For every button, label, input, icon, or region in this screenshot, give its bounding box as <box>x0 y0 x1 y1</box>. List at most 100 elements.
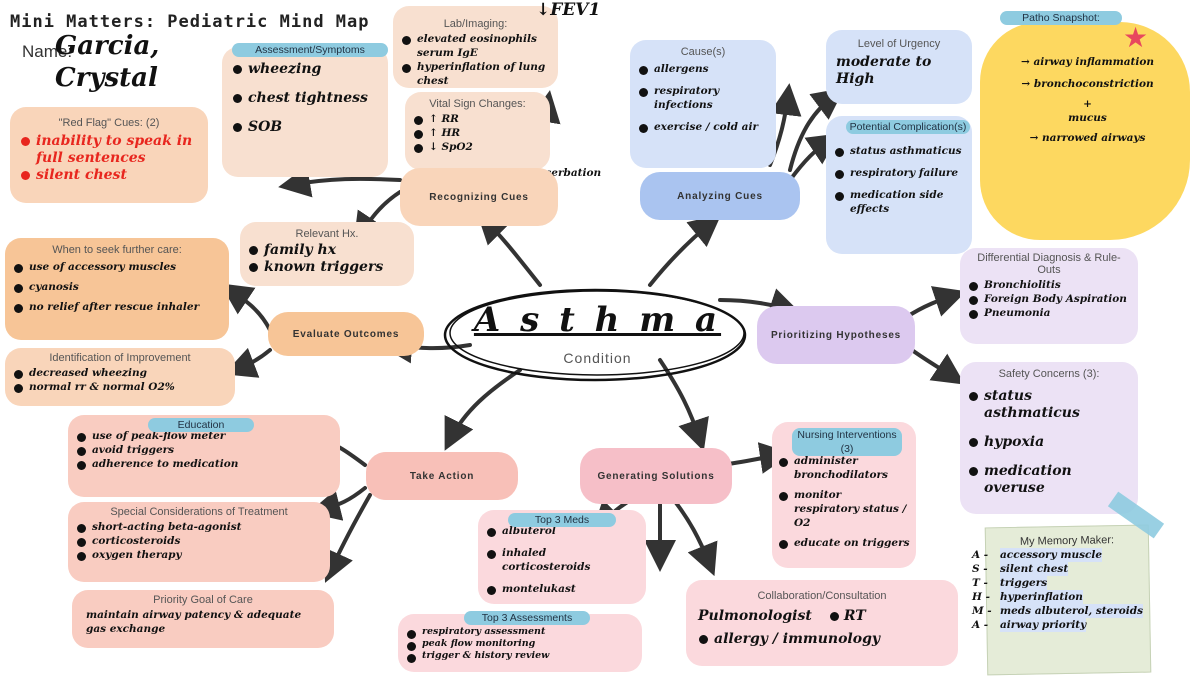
complications-box: status asthmaticus respiratory failure m… <box>826 116 972 254</box>
memory-label: My Memory Maker: <box>1019 534 1115 548</box>
patho-line: + <box>1083 98 1092 110</box>
memory-text: triggers <box>1000 576 1048 590</box>
differential-item: Pneumonia <box>968 306 1130 320</box>
seek-care-item: no relief after rescue inhaler <box>13 300 221 314</box>
memory-letter: A - <box>972 619 989 631</box>
assessment-top-item: peak flow monitoring <box>406 638 634 651</box>
relevant-hx-box: Relevant Hx. family hx known triggers <box>240 222 414 286</box>
patho-line: mucus <box>1068 112 1107 124</box>
patho-cloud <box>980 22 1190 240</box>
name-label: Name: <box>22 42 73 61</box>
memory-rows: A - accessory muscle S - silent chest T … <box>972 548 1198 632</box>
memory-text: accessory muscle <box>1000 548 1103 562</box>
memory-letter: M - <box>972 605 992 617</box>
patho-lines: → airway inflammation → bronchoconstrict… <box>985 55 1190 145</box>
nursing-label: Nursing Interventions (3) <box>792 428 902 456</box>
evaluate-outcomes-node[interactable]: Evaluate Outcomes <box>268 312 424 356</box>
education-item: avoid triggers <box>76 443 332 457</box>
lab-imaging-box: Lab/Imaging: elevated eosinophils serum … <box>393 6 558 88</box>
star-icon: ★ <box>1123 22 1149 53</box>
vital-item: ↑ HR <box>413 126 542 140</box>
red-flag-item: silent chest <box>20 167 198 184</box>
generating-solutions-node[interactable]: Generating Solutions <box>580 448 732 504</box>
nursing-item: administer bronchodilators <box>778 454 910 482</box>
assessment-box: wheezing chest tightness SOB <box>222 47 388 177</box>
recognizing-cues-node[interactable]: Recognizing Cues <box>400 168 558 226</box>
page-title: Mini Matters: Pediatric Mind Map <box>10 12 370 32</box>
safety-item: hypoxia <box>968 434 1130 451</box>
differential-box: Differential Diagnosis & Rule-Outs Bronc… <box>960 248 1138 344</box>
special-item: corticosteroids <box>76 534 322 548</box>
priority-goal-item: maintain airway patency & adequate gas e… <box>86 609 302 635</box>
seek-care-item: use of accessory muscles <box>13 260 221 274</box>
take-action-node[interactable]: Take Action <box>366 452 518 500</box>
assessment-item: wheezing <box>232 61 378 78</box>
collaboration-item: RT <box>843 608 866 624</box>
priority-goal-box: Priority Goal of Care maintain airway pa… <box>72 590 334 648</box>
cause-item: exercise / cold air <box>638 120 768 134</box>
fev1-note: ↓FEV1 <box>536 0 601 20</box>
complications-label: Potential Complication(s) <box>846 120 970 134</box>
relevant-hx-label: Relevant Hx. <box>295 228 359 240</box>
bullet-icon <box>829 612 839 621</box>
med-item: albuterol <box>486 524 638 538</box>
patho-line: → narrowed airways <box>1029 132 1146 144</box>
med-item: inhaled corticosteroids <box>486 546 638 574</box>
center-ellipse <box>443 288 747 382</box>
center-title: A s t h m a <box>473 300 722 340</box>
patho-label: Patho Snapshot: <box>1000 11 1122 25</box>
special-item: short-acting beta-agonist <box>76 520 322 534</box>
cause-item: respiratory infections <box>638 84 768 112</box>
complication-item: status asthmaticus <box>834 144 964 158</box>
improvement-box: Identification of Improvement decreased … <box>5 348 235 406</box>
special-item: oxygen therapy <box>76 548 322 562</box>
safety-item: status asthmaticus <box>968 388 1130 422</box>
urgency-value: moderate to High <box>836 54 932 87</box>
red-flag-box: "Red Flag" Cues: (2) inability to speak … <box>10 107 208 203</box>
hx-item: known triggers <box>248 259 406 276</box>
red-flag-item: inability to speak in full sentences <box>20 133 198 167</box>
education-label: Education <box>148 418 254 432</box>
assessment-top-item: trigger & history review <box>406 650 634 663</box>
lab-item: hyperinflation of lung chest <box>401 60 550 88</box>
special-box: Special Considerations of Treatment shor… <box>68 502 330 582</box>
hx-item: family hx <box>248 242 406 259</box>
cause-item: allergens <box>638 62 768 76</box>
collaboration-item: Pulmonologist <box>698 608 812 624</box>
assessment-label: Assessment/Symptoms <box>232 43 388 57</box>
meds-label: Top 3 Meds <box>508 513 616 527</box>
differential-item: Foreign Body Aspiration <box>968 292 1130 306</box>
urgency-label: Level of Urgency <box>857 38 941 50</box>
nursing-item: educate on triggers <box>778 536 910 550</box>
special-label: Special Considerations of Treatment <box>110 506 288 518</box>
student-name: Garcia, Crystal <box>55 31 160 93</box>
prioritizing-hypotheses-node[interactable]: Prioritizing Hypotheses <box>757 306 915 364</box>
nursing-item: monitor respiratory status / O2 <box>778 488 910 530</box>
analyzing-cues-node[interactable]: Analyzing Cues <box>640 172 800 220</box>
safety-label: Safety Concerns (3): <box>998 368 1100 380</box>
patho-line: → bronchoconstriction <box>1021 78 1154 90</box>
lab-imaging-label: Lab/Imaging: <box>443 18 508 30</box>
complication-item: medication side effects <box>834 188 964 216</box>
causes-label: Cause(s) <box>680 46 726 58</box>
complication-item: respiratory failure <box>834 166 964 180</box>
collaboration-item: allergy / immunology <box>698 631 946 648</box>
urgency-box: Level of Urgency moderate to High <box>826 30 972 104</box>
priority-goal-label: Priority Goal of Care <box>153 594 253 606</box>
seek-care-item: cyanosis <box>13 280 221 294</box>
education-box: use of peak-flow meter avoid triggers ad… <box>68 415 340 497</box>
improvement-item: normal rr & normal O2% <box>13 380 227 394</box>
collaboration-label: Collaboration/Consultation <box>757 590 887 602</box>
assessment-top-item: respiratory assessment <box>406 626 634 639</box>
patho-line: → airway inflammation <box>1021 56 1154 68</box>
causes-box: Cause(s) allergens respiratory infection… <box>630 40 776 168</box>
seek-care-label: When to seek further care: <box>52 244 182 256</box>
vital-signs-box: Vital Sign Changes: ↑ RR ↑ HR ↓ SpO2 <box>405 92 550 170</box>
memory-text: meds albuterol, steroids <box>1000 604 1144 618</box>
improvement-item: decreased wheezing <box>13 366 227 380</box>
improvement-label: Identification of Improvement <box>49 352 191 364</box>
assessment-item: SOB <box>232 119 378 136</box>
memory-letter: S - <box>972 563 988 575</box>
education-item: adherence to medication <box>76 457 332 471</box>
